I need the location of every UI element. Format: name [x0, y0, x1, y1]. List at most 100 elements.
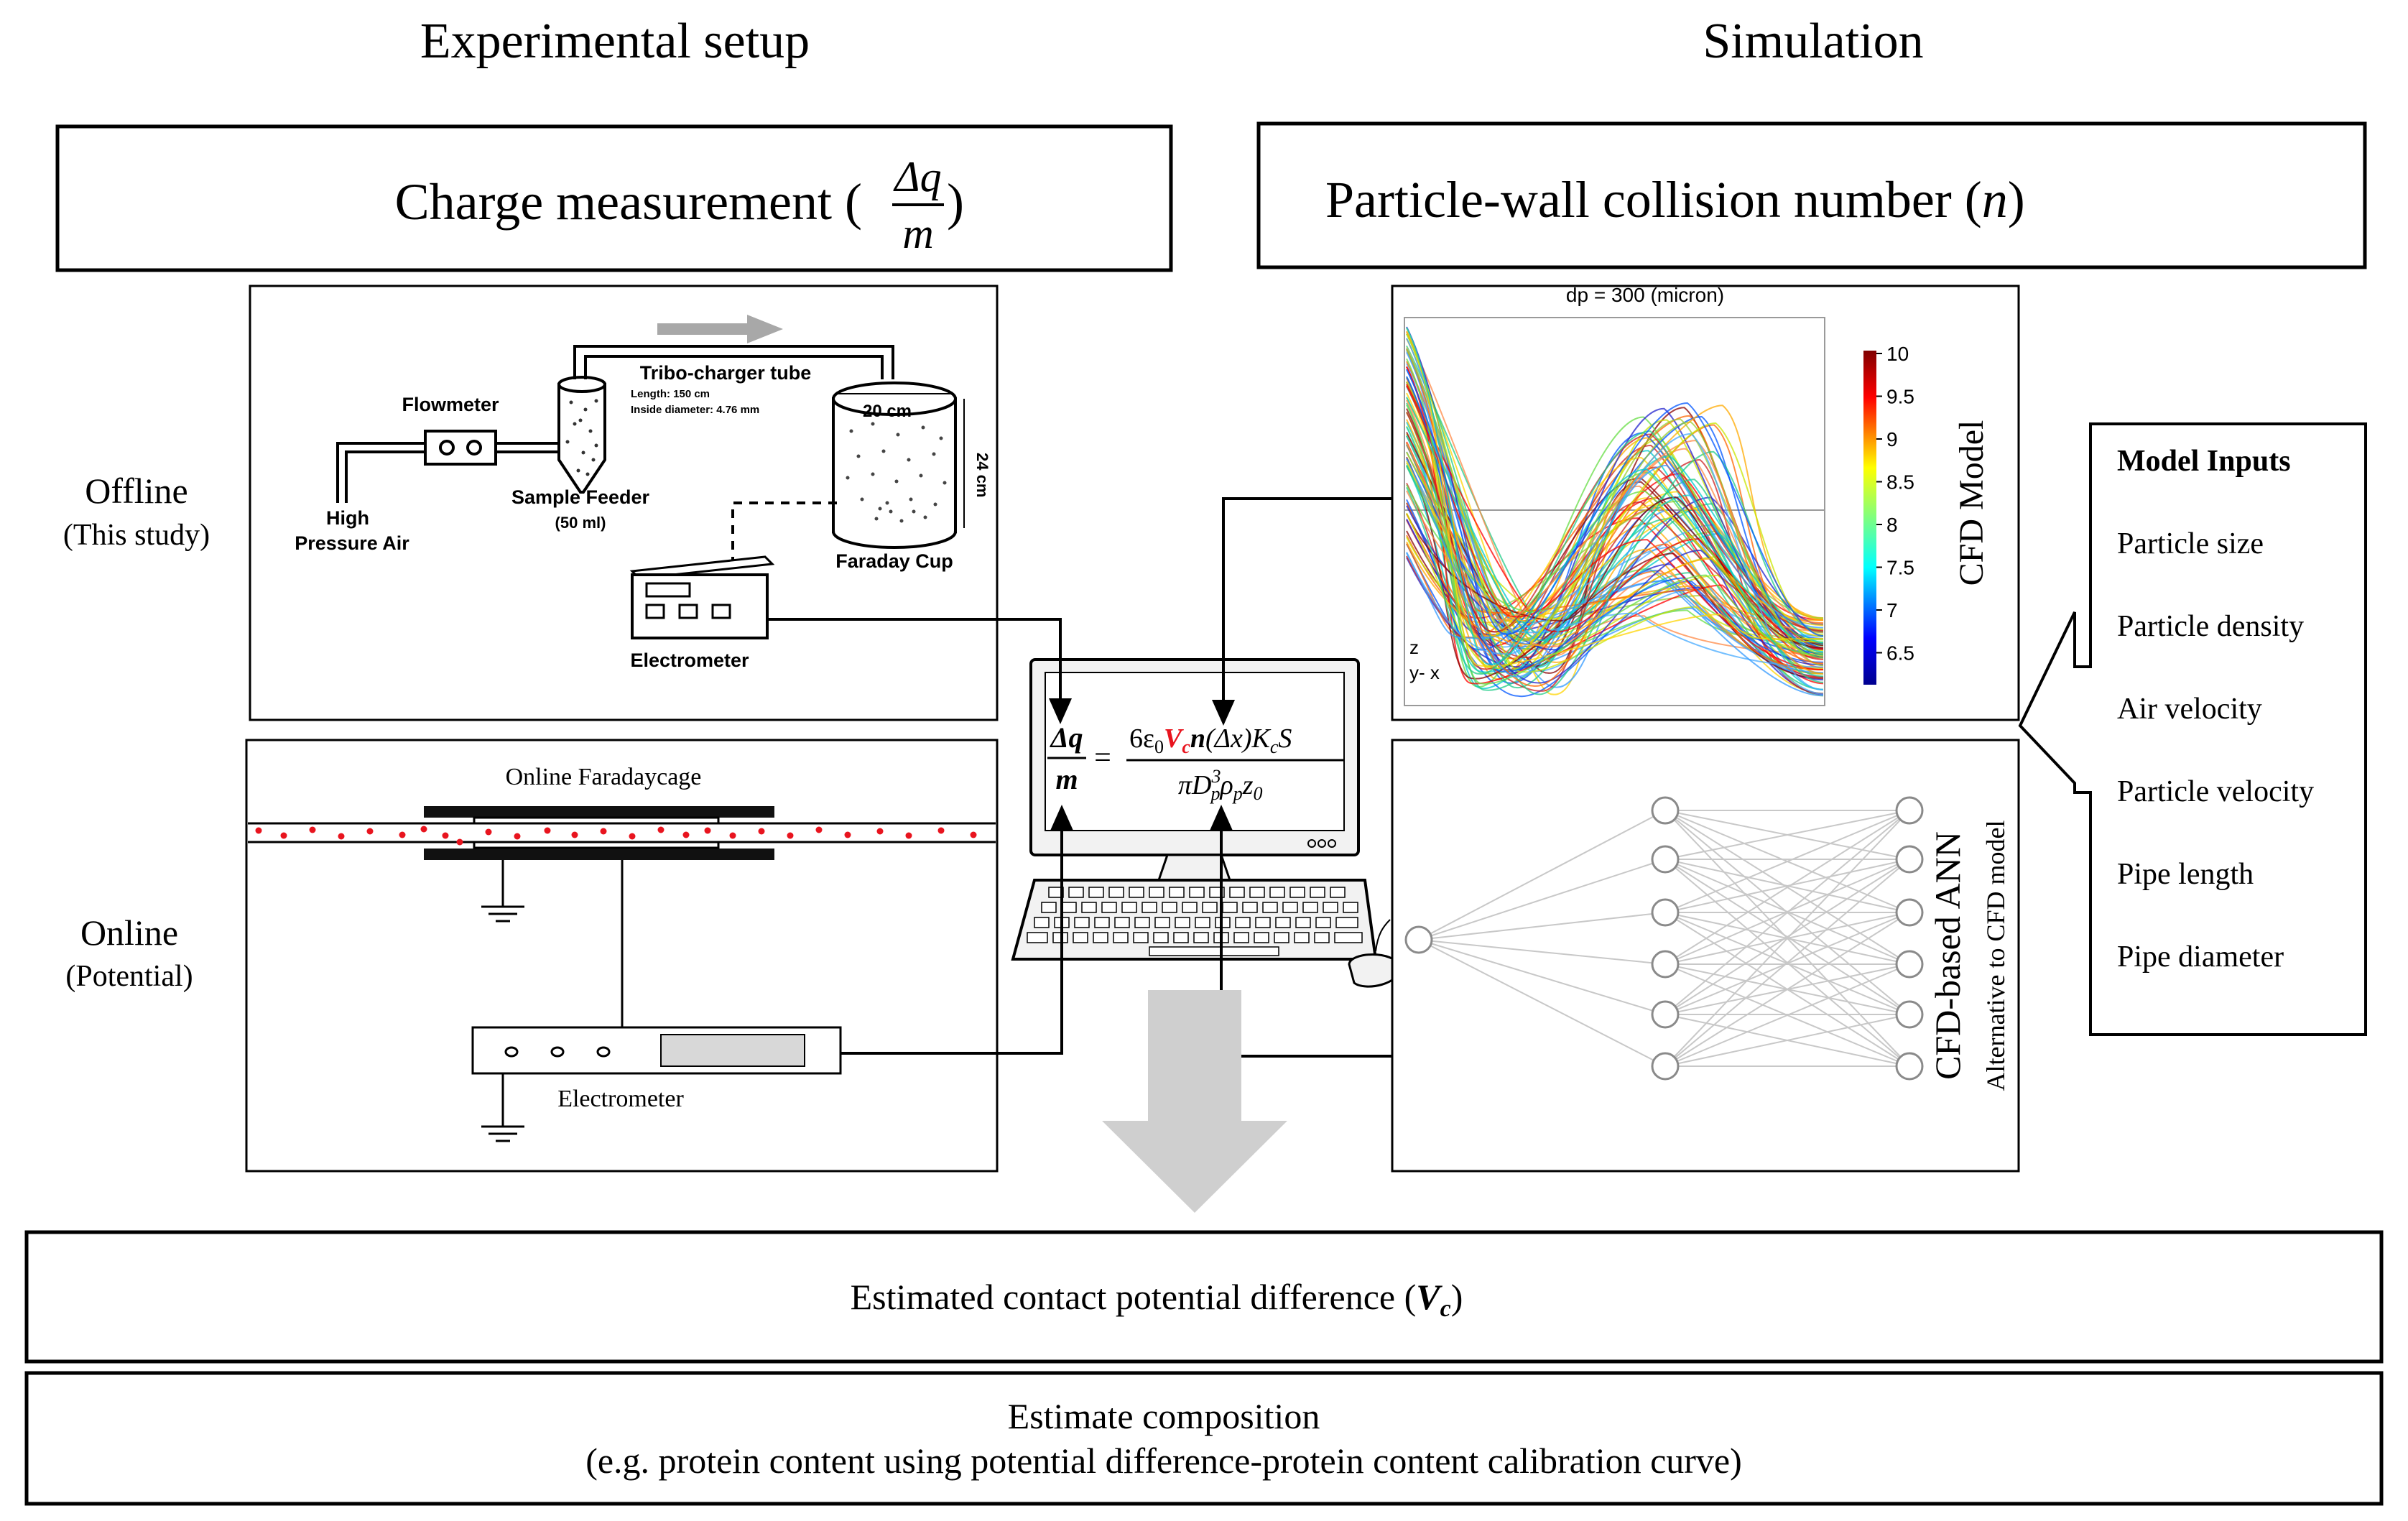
online-electrometer-to-computer-arrow: [841, 805, 1073, 1055]
tube-diameter-label: Inside diameter: 4.76 mm: [631, 404, 759, 416]
model-input-item: Particle velocity: [2117, 775, 2314, 808]
cfd-trajectory: [1406, 385, 1824, 670]
cfd-trajectory: [1406, 348, 1824, 667]
ann-connection: [1418, 939, 1666, 1067]
cfd-trajectory: [1406, 358, 1824, 685]
cfd-model-label: CFD Model: [1953, 420, 1991, 586]
cfd-trajectory: [1406, 422, 1824, 669]
mouse-cable: [1375, 919, 1391, 952]
monitor-stand: [1157, 854, 1232, 882]
cfd-trajectory: [1406, 513, 1824, 687]
eq-rhs-num-s: S: [1278, 723, 1292, 754]
ann-connection: [1664, 912, 1910, 1067]
ann-hidden-node: [1651, 950, 1680, 979]
offline-electrometer-to-computer-arrow: [767, 618, 1072, 724]
cfd-trajectory: [1406, 552, 1824, 697]
ann-connection: [1664, 859, 1910, 1067]
cfd-trajectory: [1406, 458, 1824, 678]
monitor-screen: [1045, 672, 1345, 831]
model-inputs-title: Model Inputs: [2117, 445, 2291, 478]
cfd-colorbar-ticks: 109.598.587.576.5: [1876, 343, 1914, 665]
ann-output-node: [1895, 1052, 1924, 1081]
ann-network: [1404, 796, 1924, 1081]
model-input-item: Particle size: [2117, 527, 2264, 560]
charge-measurement-prefix: Charge measurement (: [395, 173, 862, 231]
header-simulation: Simulation: [1703, 14, 1923, 69]
offline-electrometer-label: Electrometer: [630, 649, 749, 671]
ann-connection: [1418, 939, 1666, 1015]
eq-rhs-den-rho: ρ: [1219, 770, 1233, 800]
offline-electrometer-screen: [645, 582, 691, 598]
online-setup-panel: Online Faradaycage Electrometer: [245, 739, 999, 1173]
ann-connection: [1418, 810, 1666, 940]
eq-rhs-den-exp: 3: [1210, 766, 1221, 787]
ann-output-node: [1895, 898, 1924, 927]
online-electrometer-display: [660, 1034, 805, 1067]
eq-rhs-num-a: 6ε: [1129, 723, 1154, 754]
keyboard-keys: [1027, 887, 1363, 956]
online-electrometer-knob-2: [550, 1046, 565, 1058]
faraday-cup-mask: [835, 399, 954, 531]
cfd-to-computer-arrow: [1212, 497, 1392, 726]
contact-potential-suffix: ): [1451, 1277, 1463, 1317]
eq-rhs-den-a: πD: [1178, 770, 1211, 800]
ann-connection: [1664, 859, 1910, 1015]
model-input-item: Particle density: [2117, 610, 2304, 643]
cfd-plot-title: dp = 300 (micron): [1566, 284, 1724, 306]
cfd-trajectory: [1406, 415, 1824, 651]
contact-potential-prefix: Estimated contact potential difference (: [851, 1277, 1417, 1317]
ann-connection: [1664, 810, 1910, 1015]
collision-number-title: Particle-wall collision number (n): [1325, 171, 2025, 228]
ann-output-node: [1895, 950, 1924, 979]
charge-frac-den: m: [902, 210, 933, 257]
monitor-buttons: [1307, 839, 1336, 848]
online-flow-particles: [255, 826, 977, 846]
offline-electrometer-knob-2: [678, 604, 698, 619]
model-inputs-callout: [2018, 422, 2367, 1036]
colorbar-tick-label: 7: [1886, 599, 1898, 621]
ann-output-node: [1895, 796, 1924, 825]
charge-measurement-box: [55, 124, 1173, 272]
flowmeter-dial-right: [466, 440, 482, 456]
cup-height-label: 24 cm: [973, 453, 991, 497]
eq-rhs-num-vsub: c: [1182, 736, 1190, 757]
offline-electrometer-knob-3: [711, 604, 731, 619]
big-down-arrow: [1102, 990, 1287, 1213]
ann-hidden-node: [1651, 845, 1680, 874]
colorbar-tick-label: 10: [1886, 343, 1909, 365]
charge-measurement-suffix: ): [947, 173, 964, 231]
cfd-trajectory: [1406, 383, 1824, 650]
contact-potential-text: Estimated contact potential difference (…: [851, 1277, 1463, 1322]
eq-rhs-num-ksub: c: [1270, 736, 1279, 757]
flowmeter-outlet-pipe: [496, 442, 560, 453]
faradaycage-outer-top: [424, 806, 774, 818]
ann-sublabel: Alternative to CFD model: [1981, 820, 2010, 1091]
colorbar-tick-label: 8.5: [1886, 471, 1914, 494]
cfd-trajectories: [1406, 326, 1824, 697]
flowmeter-label: Flowmeter: [402, 394, 499, 415]
cfd-trajectory: [1406, 328, 1824, 667]
charge-frac-num: Δq: [893, 153, 941, 200]
sample-feeder-label: Sample Feeder: [511, 486, 650, 508]
estimate-composition-subtitle: (e.g. protein content using potential di…: [585, 1441, 1742, 1481]
ann-connection: [1664, 810, 1910, 1067]
flowmeter-body: [424, 430, 497, 466]
cfd-trajectory: [1406, 333, 1824, 690]
air-label-line1: High: [326, 507, 369, 529]
air-label-line2: Pressure Air: [295, 532, 409, 554]
ann-label: CFD-based ANN: [1927, 831, 1968, 1080]
cfd-trajectory: [1406, 369, 1824, 637]
contact-potential-sub: c: [1440, 1295, 1451, 1322]
ann-hidden-node: [1651, 796, 1680, 825]
cfd-trajectory: [1406, 424, 1824, 660]
eq-lhs-num: Δq: [1049, 721, 1083, 754]
estimate-composition-box: [24, 1371, 2384, 1506]
model-input-item: Air velocity: [2117, 693, 2262, 726]
ann-panel: CFD-based ANN Alternative to CFD model: [1391, 739, 2020, 1173]
computer: [1011, 658, 1401, 988]
tribo-charger-tube: [573, 345, 894, 379]
